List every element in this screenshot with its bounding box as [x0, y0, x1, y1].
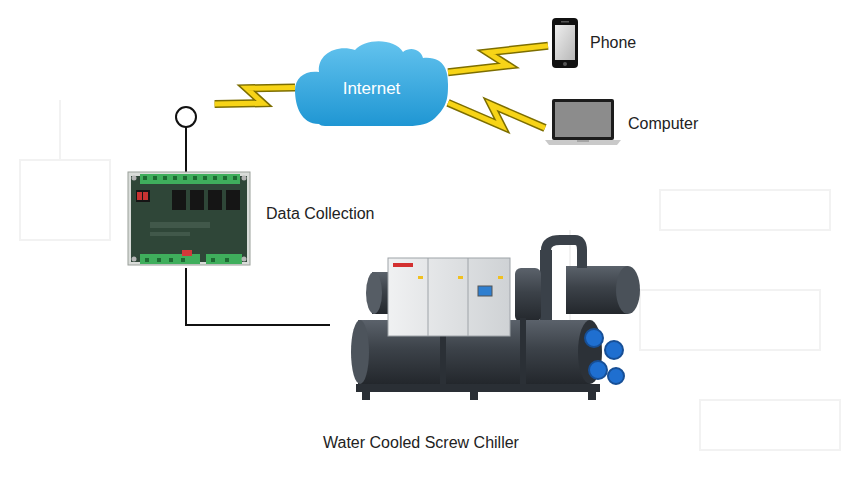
- node-label: Phone: [590, 33, 636, 53]
- laptop-icon: [545, 99, 621, 145]
- cloud-label: Internet: [295, 79, 448, 99]
- chiller-illustration: [351, 240, 640, 400]
- pcb-board: [128, 172, 250, 265]
- connector-group: [215, 88, 295, 105]
- bolt-outline: [215, 88, 295, 105]
- connector-group: [186, 268, 330, 325]
- node-label: Data Collection: [266, 204, 375, 224]
- antenna-symbol: [176, 107, 196, 173]
- data-collection-node: Data Collection: [125, 104, 253, 268]
- wireless-link: [215, 88, 295, 105]
- connector-group: [448, 46, 548, 72]
- chiller-node: Water Cooled Screw Chiller: [330, 240, 645, 402]
- node-label: Water Cooled Screw Chiller: [323, 433, 519, 453]
- phone-icon: [552, 18, 578, 68]
- phone-node: Phone: [548, 16, 643, 70]
- wireless-link: [448, 46, 548, 72]
- bolt-outline: [448, 103, 545, 128]
- bolt-outline: [448, 46, 548, 72]
- wireless-link: [448, 103, 545, 128]
- cloud-outline: [295, 41, 448, 126]
- background-ghost: [20, 100, 840, 450]
- node-label: Computer: [628, 114, 698, 134]
- cloud-node: Internet: [295, 38, 448, 128]
- connector-group: [448, 103, 545, 128]
- wired-link: [186, 268, 330, 325]
- computer-node: Computer: [545, 98, 705, 148]
